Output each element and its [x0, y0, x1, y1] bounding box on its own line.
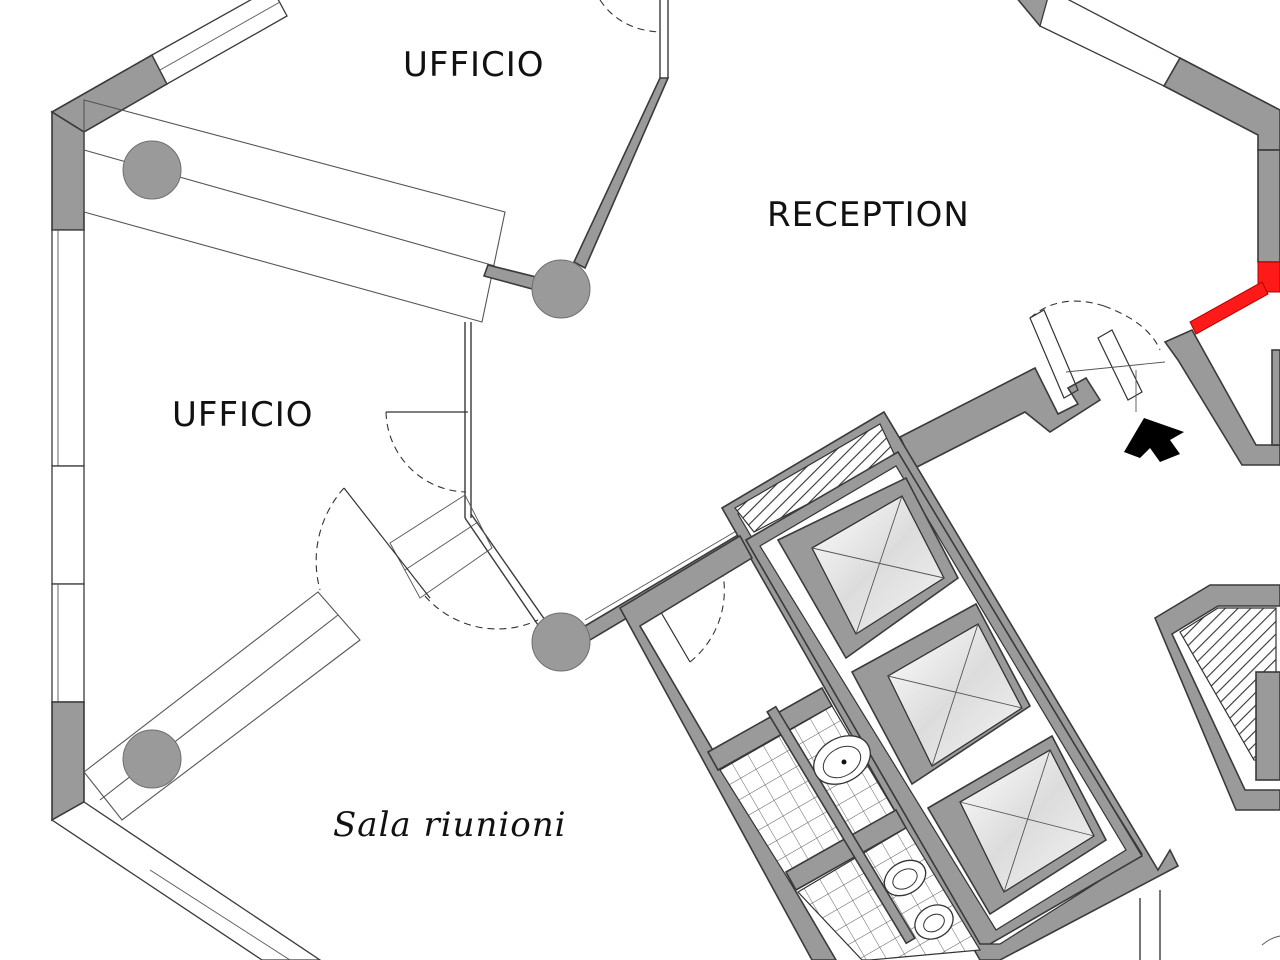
partition-ufficio-column: [482, 264, 542, 291]
east-core: [1139, 584, 1280, 960]
east-door-swing: [1261, 935, 1280, 946]
wc-vertical-divider: [766, 705, 916, 945]
entrance-wall-right-stub: [1271, 349, 1280, 446]
window-west-2: [51, 465, 85, 585]
lift-3-x2: [1003, 749, 1051, 893]
window-nw: [151, 0, 288, 85]
entrance-threshold: [1065, 361, 1166, 373]
storage-block: [389, 494, 493, 599]
lift-1-x1: [811, 547, 945, 579]
room-label-sala-riunioni: Sala riunioni: [333, 805, 567, 845]
window-west-3: [51, 583, 85, 703]
highlighted-wall-diagonal: [1189, 281, 1269, 335]
outer-wall-nw-solid: [50, 53, 169, 133]
door-entrance-leaf-1: [1029, 309, 1079, 399]
lift-2-x1: [887, 675, 1023, 709]
column-lower-left: [122, 729, 182, 789]
lift-1-x2: [855, 495, 903, 635]
door-entrance-leaf-2: [1097, 329, 1143, 401]
room-labels: UFFICIO RECEPTION UFFICIO Sala riunioni: [172, 45, 970, 845]
outer-wall-east: [1257, 149, 1280, 263]
room-label-reception: RECEPTION: [767, 195, 970, 235]
door-swing-top-ufficio: [599, 0, 661, 33]
window-ne: [1039, 0, 1181, 87]
structural-columns: [122, 140, 897, 789]
entrance-arrow-icon: [1124, 418, 1184, 462]
window-nw-line: [159, 1, 281, 71]
outer-wall-west-top: [51, 110, 85, 231]
entrance-wall-left: [1163, 328, 1280, 466]
beam-upper: [83, 99, 506, 323]
storage-block-line: [404, 521, 479, 571]
door-swing-service: [689, 551, 725, 663]
wc-outer-wall: [618, 534, 837, 960]
door-swing-left-ufficio: [385, 411, 467, 493]
toilet-icon: [914, 904, 954, 940]
outer-wall-ne-2: [1162, 56, 1280, 151]
sink-icon: [813, 735, 871, 785]
lift-2-x2: [931, 623, 979, 767]
sink-basin: [822, 745, 862, 779]
window-sw-line: [149, 869, 291, 960]
column-center-bottom: [531, 612, 591, 672]
door-swing-entrance-1: [1029, 300, 1105, 319]
beam-lower: [83, 591, 361, 821]
door-swing-meeting-2: [424, 595, 539, 630]
door-swing-meeting-1: [315, 487, 345, 591]
doors: [315, 0, 1166, 663]
door-swing-entrance-2: [1103, 305, 1161, 351]
east-core-wall: [1153, 584, 1280, 811]
glass-partition-diag-b: [470, 513, 546, 621]
service-core: [720, 410, 1180, 960]
partition-column-core-line: [584, 529, 739, 621]
toilet-bowl: [923, 913, 945, 933]
window-sw: [50, 801, 322, 960]
room-label-ufficio-left: UFFICIO: [172, 395, 314, 435]
partition-reception-south: [898, 366, 1102, 470]
outer-walls: [50, 0, 1280, 960]
lift-3-x1: [959, 801, 1095, 837]
glass-partition-diag-a: [464, 517, 539, 626]
column-upper-left: [122, 140, 182, 200]
outer-wall-west-bottom: [51, 701, 85, 822]
east-core-pillar: [1255, 671, 1280, 781]
column-center-top: [531, 259, 591, 319]
ceiling-beams: [83, 99, 506, 821]
bidet-basin: [892, 868, 918, 890]
sink-drain: [841, 759, 847, 765]
partition-ufficio-reception: [572, 77, 670, 270]
window-west-1: [51, 229, 85, 467]
wc-block: [618, 534, 982, 960]
room-label-ufficio-top: UFFICIO: [403, 45, 545, 85]
door-meeting-leaf: [343, 487, 431, 599]
